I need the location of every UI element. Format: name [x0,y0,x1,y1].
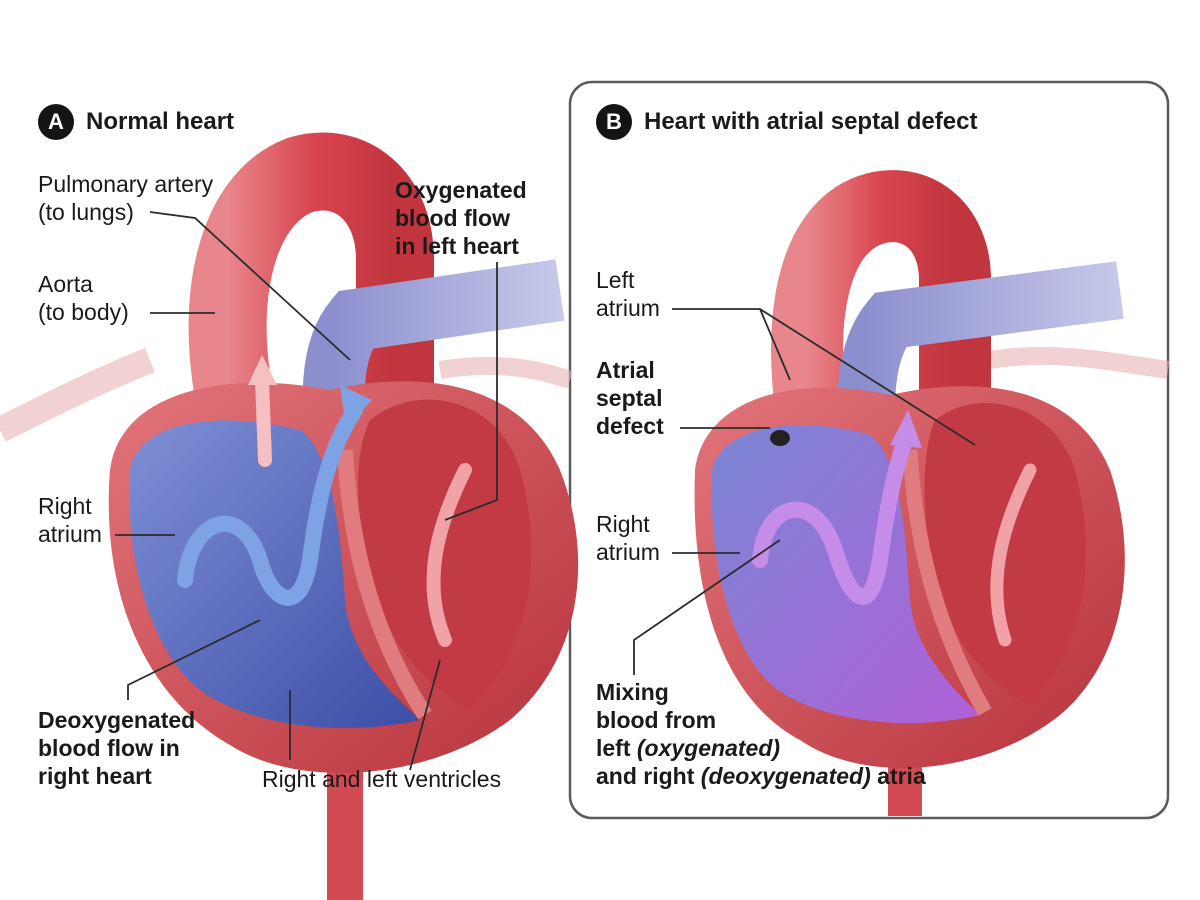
leader-ventricle-left [409,659,441,771]
label-line: atrium [38,521,102,547]
b-arrow-left [990,463,1037,647]
label-line: Mixing [596,679,669,705]
a-arrow-deoxygenated [177,402,363,606]
b-arrowhead-mixing [890,410,922,448]
label-line: septal [596,385,663,411]
label-fragment-italic: (deoxygenated) [700,763,871,789]
label-pulmonary-artery: Pulmonary artery (to lungs) [38,170,213,226]
panel-b-title-text: Heart with atrial septal defect [644,108,978,135]
label-line: Deoxygenated [38,707,196,733]
label-line: Left [596,267,635,293]
label-line: atrium [596,539,660,565]
label-line: blood flow in [38,735,180,761]
a-septum [337,449,432,720]
leader-left-atrium [672,308,976,446]
label-mixing-blood: Mixing blood from left (oxygenated) and … [596,678,926,790]
label-line: and right (deoxygenated) atria [596,762,926,790]
panel-b-badge: B [596,104,632,140]
label-line: Right [596,511,650,537]
label-fragment: and right [596,763,701,789]
panel-b-title: B Heart with atrial septal defect [596,104,977,140]
a-arrowhead-blue [340,385,372,428]
a-vessel-right [438,356,573,389]
b-vessel-right [988,346,1170,379]
label-fragment: atria [870,763,926,789]
label-ventricles: Right and left ventricles [262,766,502,792]
b-septum [902,449,992,716]
leader-lines [115,211,976,771]
a-arrow-aorta [255,373,272,467]
label-line: (to lungs) [38,199,134,225]
label-line: defect [596,413,664,439]
panel-a-title: A Normal heart [38,104,234,140]
label-line: right heart [38,763,152,789]
label-line: Right [38,493,92,519]
label-aorta: Aorta (to body) [38,270,129,326]
label-line: in left heart [395,233,519,259]
label-right-atrium-b: Right atrium [596,510,660,566]
label-atrial-septal-defect: Atrial septal defect [596,356,664,440]
leader-oxygenated [444,262,498,521]
heart-a [0,132,579,900]
a-left-chambers [358,399,532,710]
label-line: Atrial [596,357,655,383]
label-line: blood flow [395,205,510,231]
label-fragment-italic: (oxygenated) [636,735,781,761]
leader-mixing [633,539,781,675]
panel-a-badge: A [38,104,74,140]
label-line: (to body) [38,299,129,325]
leader-deoxygenated [127,619,261,700]
leader-pulmonary [149,211,351,361]
b-arrow-mixing [752,432,913,605]
label-deoxygenated-flow: Deoxygenated blood flow in right heart [38,706,195,790]
a-aortic-arch [188,132,434,420]
label-left-atrium: Left atrium [596,266,660,322]
b-septal-defect-hole [770,430,790,446]
label-line: Oxygenated [395,177,527,203]
label-line: left (oxygenated) [596,734,926,762]
label-line: Pulmonary artery [38,171,214,197]
label-line: atrium [596,295,660,321]
label-line: Aorta [38,271,93,297]
panel-a-title-text: Normal heart [86,108,235,135]
a-arrowhead-aorta [248,355,277,385]
b-aortic-arch [771,170,991,420]
a-arrow-oxygenated [426,463,472,647]
label-right-atrium-a: Right atrium [38,492,102,548]
label-fragment: left [596,735,637,761]
label-oxygenated-flow: Oxygenated blood flow in left heart [395,176,527,260]
label-line: blood from [596,707,717,733]
heart-b [694,170,1170,816]
a-right-chambers [129,420,420,729]
